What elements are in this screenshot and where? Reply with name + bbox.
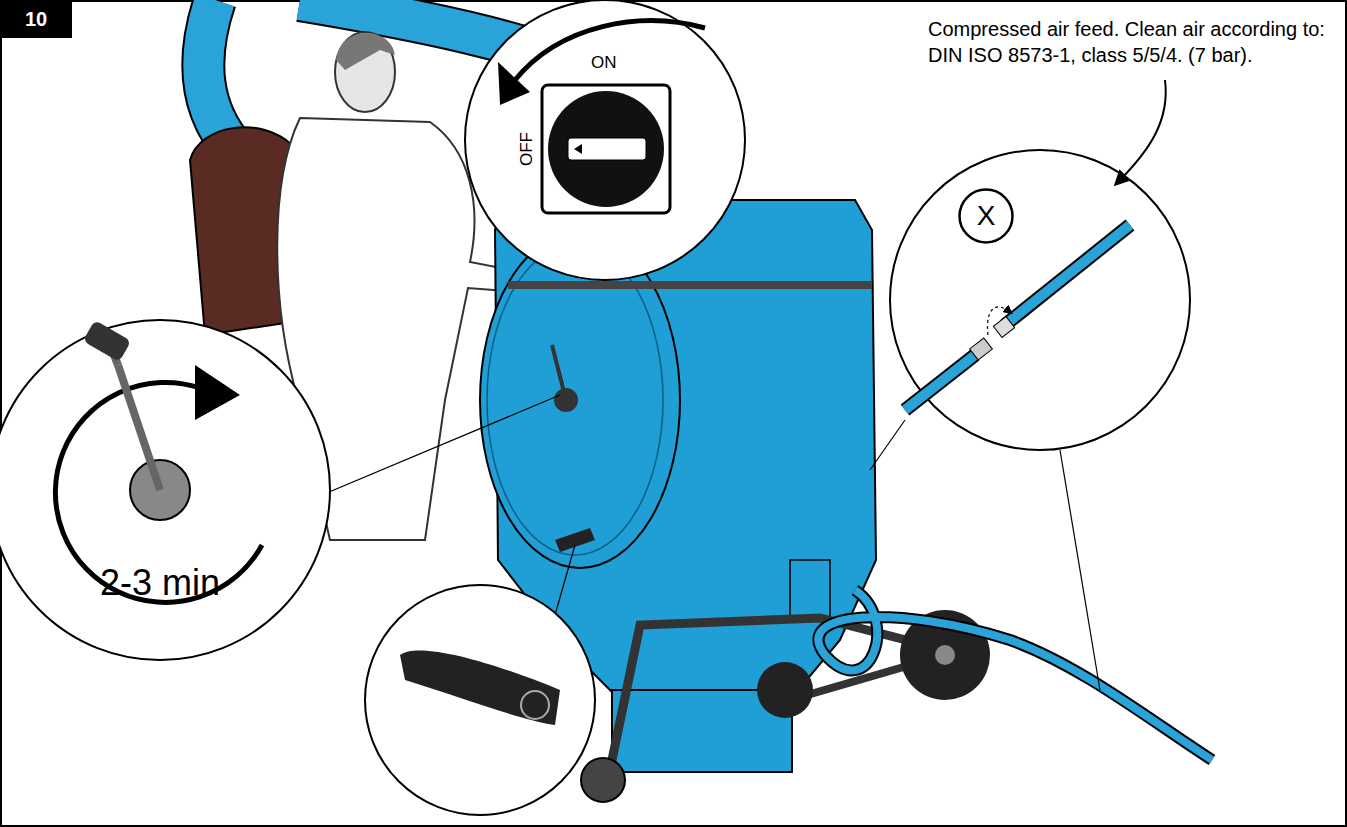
drum-rim <box>487 245 663 555</box>
crank-rod <box>118 365 160 490</box>
lever <box>400 650 560 725</box>
detail-circle <box>0 320 330 660</box>
note-text: Compressed air feed. Clean air according… <box>928 16 1328 68</box>
wheel-hub <box>935 645 955 665</box>
extraction-arm <box>203 0 235 150</box>
caster <box>581 758 625 802</box>
air-hose <box>905 355 975 410</box>
hose-outline <box>818 590 1212 760</box>
arm-outline <box>203 0 235 150</box>
trolley-frame <box>612 618 945 760</box>
coupling <box>993 317 1014 338</box>
crank-rod <box>552 345 566 400</box>
pointer-arrow <box>1118 80 1166 182</box>
lever-pivot <box>521 691 549 719</box>
switch-label: OFF <box>516 132 538 166</box>
switch-plate <box>542 85 670 213</box>
node-text: 10 <box>25 8 47 31</box>
detail-circle <box>365 585 595 815</box>
node-text: X <box>977 200 996 232</box>
coupling <box>970 338 993 360</box>
operator-head <box>335 32 395 112</box>
step-number: 10 <box>0 0 72 38</box>
handle-bar <box>508 281 872 289</box>
detail-circle <box>465 0 745 280</box>
switch-indicator <box>574 144 582 154</box>
hose-outline <box>905 355 975 410</box>
air-hose <box>1005 225 1130 325</box>
leader-line <box>555 545 575 615</box>
rotation-arrowhead <box>195 365 240 420</box>
leader-line <box>1060 450 1100 690</box>
duration-label: 2-3 min <box>60 560 260 607</box>
switch-knob <box>548 91 664 207</box>
rotation-arc <box>515 21 705 80</box>
callout-circle: X <box>958 188 1014 244</box>
switch-label: ON <box>591 52 617 74</box>
operator-hair <box>336 33 395 70</box>
connect-arrow <box>987 307 1010 335</box>
circle-outline <box>960 190 1013 243</box>
leader-line <box>870 420 905 470</box>
wheel <box>757 662 813 718</box>
hose-outline <box>1005 225 1130 325</box>
rotation-arrowhead <box>498 62 530 105</box>
air-hose <box>818 590 1212 760</box>
panel <box>790 560 830 620</box>
lever <box>555 528 595 552</box>
leader-line <box>310 395 560 500</box>
detail-circle <box>890 150 1190 450</box>
switch-slot <box>568 138 646 160</box>
crank-handle <box>83 320 131 362</box>
